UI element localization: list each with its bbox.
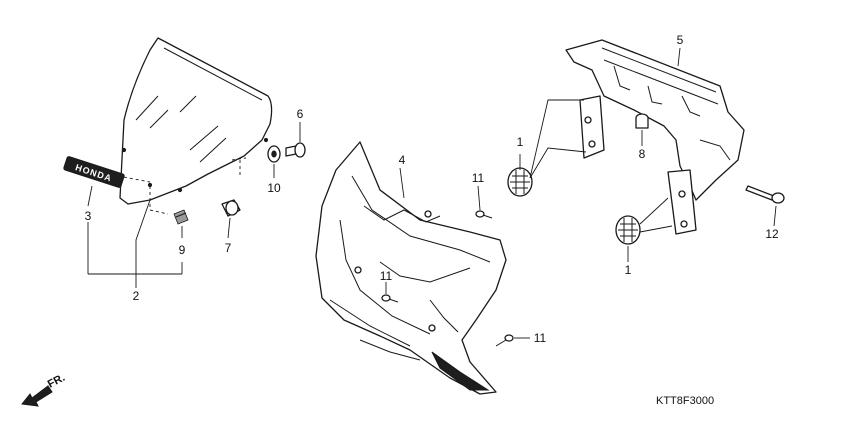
washer-10[interactable]: [267, 145, 281, 163]
grommet-1-a[interactable]: [507, 167, 533, 197]
callout-11-b: 11: [380, 269, 393, 283]
callout-4: 4: [399, 153, 406, 167]
windscreen[interactable]: [119, 37, 273, 205]
grommet-1-b[interactable]: [615, 215, 641, 245]
callout-11-a: 11: [472, 171, 485, 185]
callout-8: 8: [639, 147, 646, 161]
meter-bracket[interactable]: [565, 39, 745, 235]
screw-6[interactable]: [285, 142, 306, 158]
callout-11-c: 11: [534, 331, 547, 345]
bolt-8[interactable]: [635, 113, 649, 129]
front-label: FR.: [46, 372, 67, 391]
mount-line-left: [149, 186, 169, 215]
screw-11-a[interactable]: [475, 210, 493, 219]
nut-9[interactable]: [173, 209, 189, 225]
callout-2: 2: [133, 289, 140, 303]
leader-lines: [87, 47, 777, 339]
callout-1-bottom: 1: [625, 263, 632, 277]
bolt-12[interactable]: [745, 185, 785, 204]
mount-line-right: [231, 157, 247, 178]
callout-5: 5: [677, 33, 684, 47]
callout-12: 12: [765, 227, 779, 241]
lower-cowl[interactable]: [315, 141, 507, 395]
callout-3: 3: [85, 209, 92, 223]
collar-7[interactable]: [221, 199, 241, 217]
screw-11-b[interactable]: [381, 294, 399, 303]
callout-9: 9: [179, 243, 186, 257]
callout-10: 10: [267, 181, 281, 195]
screw-11-c[interactable]: [495, 334, 514, 347]
callout-6: 6: [297, 107, 304, 121]
callout-1-top: 1: [517, 135, 524, 149]
emblem[interactable]: HONDA: [63, 156, 125, 188]
diagram-code: KTT8F3000: [656, 395, 714, 407]
callout-7: 7: [225, 241, 232, 255]
front-direction-arrow: FR.: [21, 372, 67, 407]
